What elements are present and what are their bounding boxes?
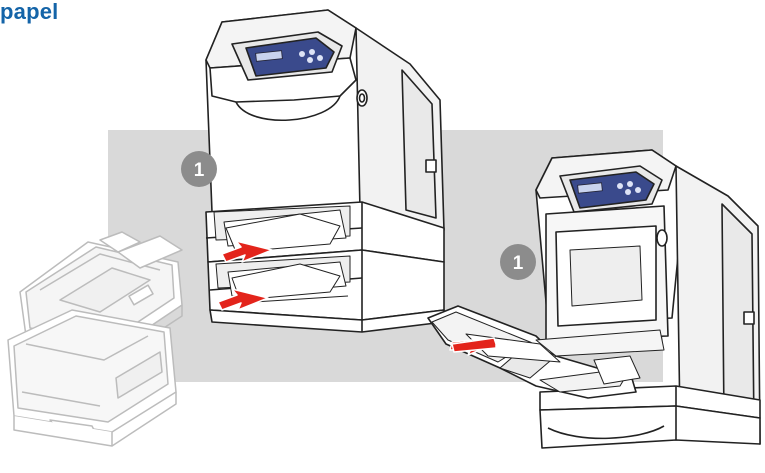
step-badge-left: 1 — [181, 151, 217, 187]
step-badge-right: 1 — [500, 244, 536, 280]
paper-tray-lower-illustration — [8, 310, 176, 446]
step-number-left: 1 — [194, 160, 205, 181]
step-number-right: 1 — [513, 253, 524, 274]
printer-left-illustration — [206, 10, 444, 332]
removed-paper-trays — [8, 232, 182, 446]
